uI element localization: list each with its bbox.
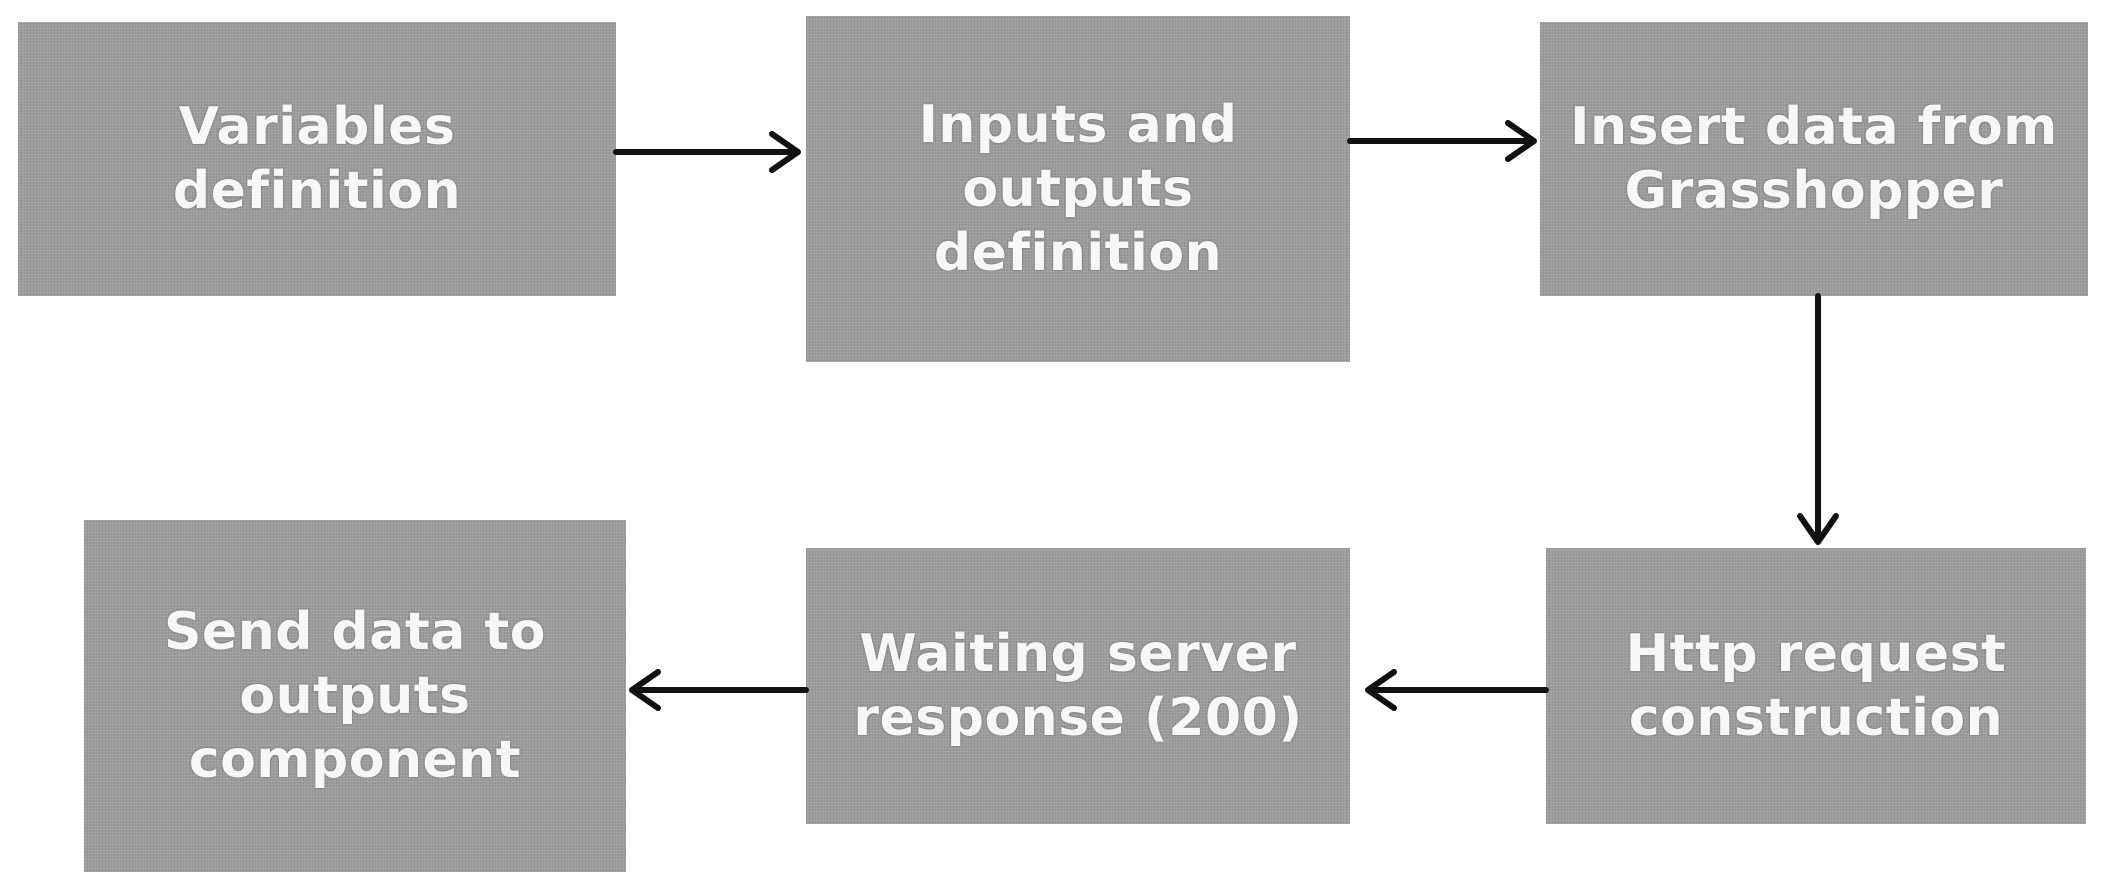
node-http-request-construction: Http request construction	[1546, 548, 2086, 824]
node-variables-definition-label: Variables definition	[172, 97, 462, 221]
node-send-data-to-outputs: Send data to outputs component	[84, 520, 626, 872]
node-waiting-server-response: Waiting server response (200)	[806, 548, 1350, 824]
node-http-request-construction-label: Http request construction	[1625, 624, 2007, 748]
arrow-variables-to-inputs	[613, 131, 801, 173]
arrow-inputs-to-insert-data	[1347, 120, 1537, 162]
node-send-data-to-outputs-label: Send data to outputs component	[163, 602, 546, 790]
arrow-waiting-to-send-data	[629, 669, 809, 711]
node-variables-definition: Variables definition	[18, 22, 616, 296]
arrow-insert-data-to-http-request	[1797, 293, 1839, 545]
node-inputs-outputs-definition-label: Inputs and outputs definition	[918, 95, 1238, 283]
node-insert-data-from-grasshopper-label: Insert data from Grasshopper	[1570, 97, 2058, 221]
arrow-http-request-to-waiting	[1365, 669, 1549, 711]
node-waiting-server-response-label: Waiting server response (200)	[853, 624, 1303, 748]
node-inputs-outputs-definition: Inputs and outputs definition	[806, 16, 1350, 362]
node-insert-data-from-grasshopper: Insert data from Grasshopper	[1540, 22, 2088, 296]
